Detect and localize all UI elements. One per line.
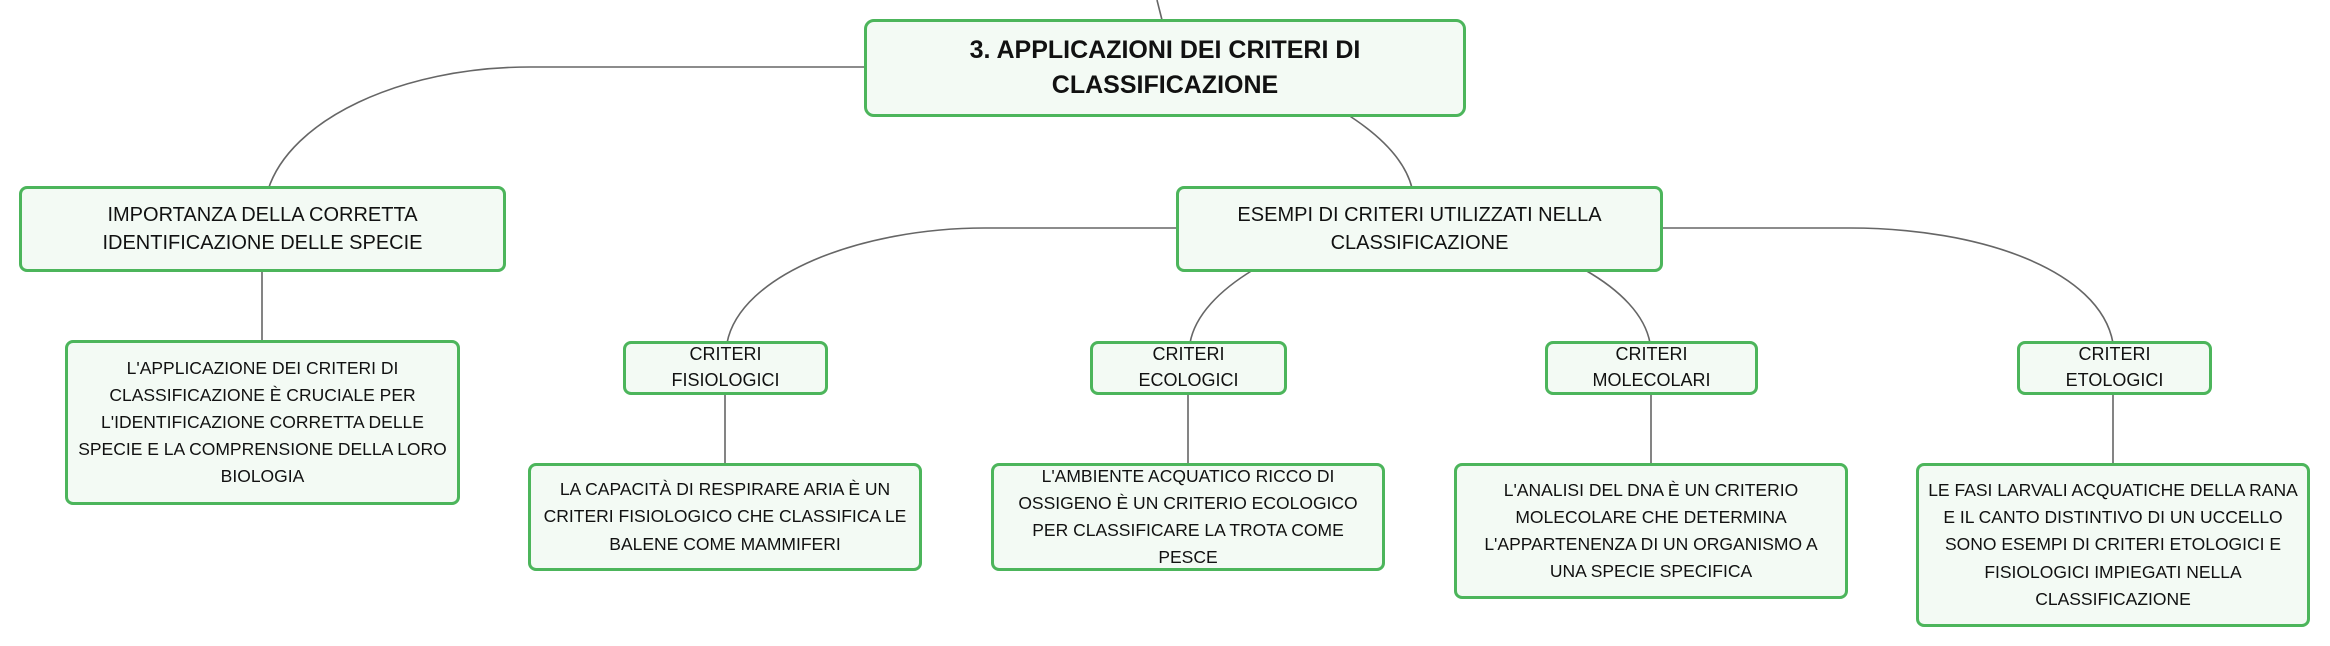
connector-examples-fisiologici xyxy=(726,227,1178,344)
importance-detail-node[interactable]: L'APPLICAZIONE DEI CRITERI DI CLASSIFICA… xyxy=(65,340,460,505)
connector-examples-molecolari xyxy=(1584,269,1651,344)
connector-examples-ecologici xyxy=(1189,269,1254,344)
criterion-etologici-node[interactable]: CRITERI ETOLOGICI xyxy=(2017,341,2212,395)
connector-root-examples xyxy=(1344,112,1413,189)
criterion-molecolari-detail-node[interactable]: L'ANALISI DEL DNA È UN CRITERIO MOLECOLA… xyxy=(1454,463,1848,599)
connector-parent-root xyxy=(1156,0,1163,21)
criterion-fisiologici-detail-node[interactable]: LA CAPACITÀ DI RESPIRARE ARIA È UN CRITE… xyxy=(528,463,922,571)
connector-examples-etologici xyxy=(1662,227,2114,344)
importance-topic-node[interactable]: IMPORTANZA DELLA CORRETTA IDENTIFICAZION… xyxy=(19,186,506,272)
connector-root-importance xyxy=(267,66,868,191)
examples-topic-node[interactable]: ESEMPI DI CRITERI UTILIZZATI NELLA CLASS… xyxy=(1176,186,1663,272)
criterion-ecologici-node[interactable]: CRITERI ECOLOGICI xyxy=(1090,341,1287,395)
root-topic-node[interactable]: 3. APPLICAZIONI DEI CRITERI DI CLASSIFIC… xyxy=(864,19,1466,117)
criterion-etologici-detail-node[interactable]: LE FASI LARVALI ACQUATICHE DELLA RANA E … xyxy=(1916,463,2310,627)
criterion-fisiologici-node[interactable]: CRITERI FISIOLOGICI xyxy=(623,341,828,395)
criterion-molecolari-node[interactable]: CRITERI MOLECOLARI xyxy=(1545,341,1758,395)
criterion-ecologici-detail-node[interactable]: L'AMBIENTE ACQUATICO RICCO DI OSSIGENO È… xyxy=(991,463,1385,571)
